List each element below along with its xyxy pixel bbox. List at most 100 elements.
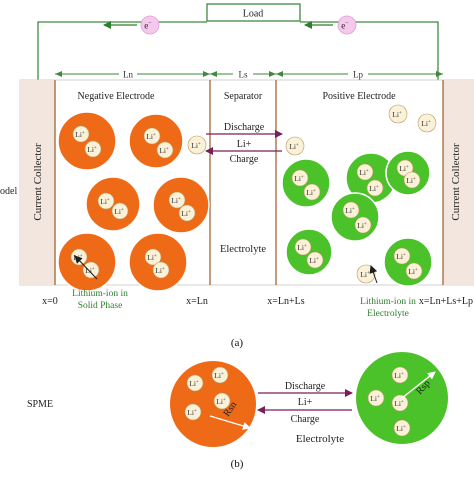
caption-b: (b)	[231, 458, 244, 470]
electrolyte-ion-annotation-line2: Electrolyte	[367, 309, 409, 319]
lithium-ions: Li+Li+Li+Li+Li+Li+Li+Li+Li+Li+Li+Li+Li+L…	[70, 104, 437, 284]
svg-text:Li+: Li+	[191, 141, 201, 150]
spme-electrolyte-label: Electrolyte	[296, 433, 344, 445]
dim-ln-label: Ln	[123, 70, 133, 80]
svg-text:Li+: Li+	[294, 174, 304, 183]
axis-xln: x=Ln	[186, 296, 208, 307]
electron-left: e−	[140, 15, 160, 35]
li-ion-solid-positive: Li+	[405, 262, 423, 280]
li-ion-solid-negative: Li+	[178, 204, 196, 222]
electron-right: e−	[337, 15, 357, 35]
charge-label: Charge	[230, 154, 259, 165]
dim-lp-label: Lp	[353, 70, 363, 80]
svg-text:Li+: Li+	[406, 176, 416, 185]
dim-ls-label: Ls	[239, 70, 248, 80]
negative-particle	[57, 111, 117, 171]
li-plus-label: Li+	[237, 139, 252, 150]
svg-text:Li+: Li+	[396, 424, 406, 433]
current-collector-left	[20, 80, 55, 285]
svg-text:Li+: Li+	[421, 119, 431, 128]
svg-text:Li+: Li+	[181, 209, 191, 218]
svg-text:Li+: Li+	[114, 207, 124, 216]
axis-x0: x=0	[42, 296, 58, 307]
li-ion-solid-positive: Li+	[356, 163, 374, 181]
load-label: Load	[243, 9, 264, 20]
li-ion-electrolyte: Li+	[417, 113, 437, 133]
spme-li-ion-positive: Li+	[367, 389, 385, 407]
svg-text:e−: e−	[341, 21, 349, 31]
li-ion-solid-positive: Li+	[294, 238, 312, 256]
svg-text:Li+: Li+	[359, 168, 369, 177]
current-collector-left-label: Current Collector	[32, 143, 44, 221]
li-ion-solid-positive: Li+	[354, 216, 372, 234]
li-ion-solid-positive: Li+	[303, 183, 321, 201]
spme-li-ion-positive: Li+	[393, 419, 411, 437]
li-ion-electrolyte: Li+	[388, 104, 408, 124]
spme-lithium-ions: Li+ Li+ Li+ Li+ Li+ Li+ Li+ Li+	[184, 366, 411, 437]
li-ion-solid-negative: Li+	[156, 141, 174, 159]
svg-text:Li+: Li+	[75, 130, 85, 139]
positive-particle	[383, 237, 433, 287]
electrolyte-ion-pointer	[369, 265, 378, 284]
svg-text:Li+: Li+	[100, 197, 110, 206]
left-cut-label: odel	[0, 186, 17, 197]
svg-text:Li+: Li+	[306, 188, 316, 197]
solid-phase-annotation-line2: Solid Phase	[78, 301, 123, 311]
svg-text:Li+: Li+	[171, 196, 181, 205]
spme-li-ion-negative: Li+	[213, 392, 231, 410]
svg-text:Li+: Li+	[309, 256, 319, 265]
spme-li-ion-positive: Li+	[391, 366, 409, 384]
separator-label: Separator	[224, 91, 263, 102]
svg-text:Li+: Li+	[370, 394, 380, 403]
svg-text:Li+: Li+	[147, 253, 157, 262]
rsp-radius-arrow	[401, 371, 436, 399]
li-ion-solid-positive: Li+	[366, 179, 384, 197]
electrolyte-ion-annotation-line1: Lithium-ion in	[360, 297, 416, 307]
li-ion-solid-negative: Li+	[111, 202, 129, 220]
negative-electrode-label: Negative Electrode	[78, 91, 155, 102]
li-ion-electrolyte: Li+	[285, 136, 305, 156]
svg-text:Li+: Li+	[216, 397, 226, 406]
li-ion-solid-positive: Li+	[403, 171, 421, 189]
svg-text:Li+: Li+	[394, 399, 404, 408]
caption-a: (a)	[231, 337, 244, 349]
positive-electrode-label: Positive Electrode	[322, 91, 396, 102]
li-ion-solid-negative: Li+	[144, 248, 162, 266]
li-ion-solid-negative: Li+	[84, 140, 102, 158]
ion-flow-arrows-top: Discharge Li+ Charge	[205, 122, 283, 165]
svg-text:Li+: Li+	[360, 270, 370, 279]
axis-xlnls: x=Ln+Ls	[267, 296, 304, 307]
spme-li-ion-negative: Li+	[211, 366, 229, 384]
li-ion-solid-positive: Li+	[306, 251, 324, 269]
spme-charge-label: Charge	[291, 414, 320, 425]
li-ion-solid-negative: Li+	[168, 191, 186, 209]
solid-phase-annotation-line1: Lithium-ion in	[72, 289, 128, 299]
li-ion-solid-positive: Li+	[393, 247, 411, 265]
li-ion-solid-negative: Li+	[152, 261, 170, 279]
li-ion-solid-positive: Li+	[342, 201, 360, 219]
spme-li-ion-positive: Li+	[391, 394, 409, 412]
svg-text:Li+: Li+	[392, 110, 402, 119]
svg-text:Li+: Li+	[297, 243, 307, 252]
svg-text:Li+: Li+	[146, 132, 156, 141]
svg-text:Li+: Li+	[189, 379, 199, 388]
svg-text:Li+: Li+	[214, 371, 224, 380]
svg-text:Li+: Li+	[357, 221, 367, 230]
li-ion-solid-negative: Li+	[70, 248, 88, 266]
li-ion-solid-positive: Li+	[291, 169, 309, 187]
rsn-radius-arrow	[209, 415, 251, 430]
electrolyte-label: Electrolyte	[220, 244, 266, 255]
svg-text:Li+: Li+	[289, 142, 299, 151]
svg-text:Li+: Li+	[399, 164, 409, 173]
spme-discharge-label: Discharge	[285, 381, 326, 392]
li-ion-electrolyte: Li+	[356, 264, 376, 284]
current-collector-right-label: Current Collector	[450, 143, 462, 221]
svg-text:Li+: Li+	[396, 252, 406, 261]
dimension-lines: Ln Ls Lp	[55, 67, 443, 80]
discharge-label: Discharge	[224, 122, 265, 133]
svg-text:e−: e−	[144, 21, 152, 31]
negative-particle	[57, 232, 117, 292]
spme-li-ion-negative: Li+	[184, 403, 202, 421]
svg-text:Li+: Li+	[408, 267, 418, 276]
